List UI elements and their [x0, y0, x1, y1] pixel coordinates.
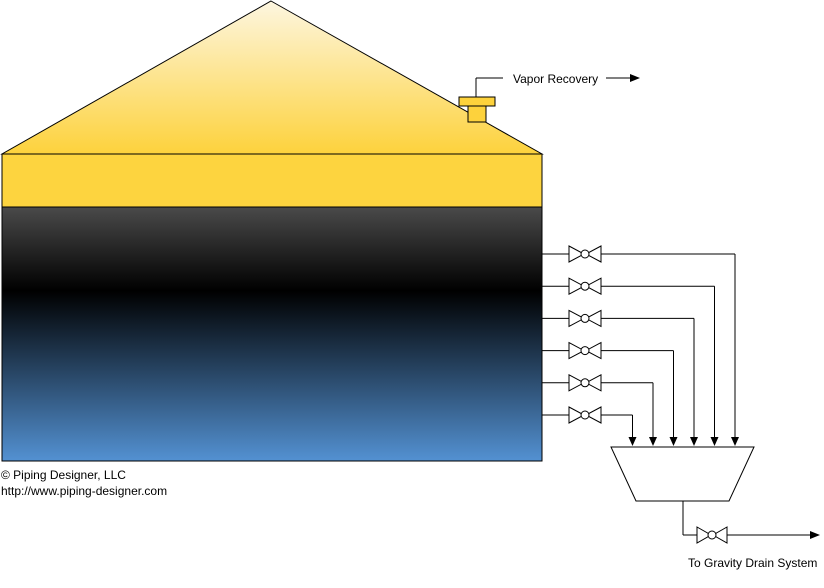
valve-stem-icon: [580, 249, 590, 259]
valve-stem-icon: [580, 346, 590, 356]
drain-valve[interactable]: [568, 341, 602, 360]
drain-valve[interactable]: [568, 309, 602, 328]
valve-stem-icon: [580, 313, 590, 323]
vent-cap: [458, 96, 496, 107]
url-text: http://www.piping-designer.com: [1, 484, 167, 498]
valve-body-left: [568, 309, 586, 328]
collection-hopper: [610, 446, 755, 502]
drain-valve-group: [542, 245, 739, 446]
valve-stem-icon: [580, 410, 590, 420]
drain-valve[interactable]: [568, 406, 602, 424]
valve-body-left: [568, 373, 586, 392]
down-arrowhead: [690, 437, 698, 446]
valve-body-left: [568, 406, 586, 424]
down-arrowhead: [710, 437, 719, 446]
outlet-arrowhead: [810, 531, 820, 539]
tank-roof: [0, 0, 544, 155]
outlet-valve-body: [696, 526, 713, 544]
down-arrowhead: [731, 437, 739, 446]
valve-stem-icon: [580, 281, 590, 291]
drain-valve[interactable]: [568, 373, 602, 392]
down-arrowhead: [628, 437, 637, 446]
gravity-drain-label: To Gravity Drain System: [688, 556, 817, 570]
valve-stem-icon: [580, 378, 590, 388]
down-arrowhead: [669, 437, 678, 446]
tank-liquid: [1, 206, 543, 462]
valve-body-left: [568, 341, 586, 360]
vent-stem: [467, 105, 487, 123]
down-arrowhead: [649, 437, 657, 446]
valve-body-left: [568, 277, 586, 296]
tank-band: [1, 153, 543, 208]
outlet-valve[interactable]: [696, 526, 728, 544]
copyright-text: © Piping Designer, LLC: [1, 468, 126, 482]
drain-valve[interactable]: [568, 245, 602, 263]
vapor-recovery-arrowhead: [630, 74, 640, 82]
vapor-recovery-label: Vapor Recovery: [513, 72, 598, 86]
drain-valve[interactable]: [568, 277, 602, 296]
valve-body-left: [568, 245, 586, 263]
outlet-valve-stem-icon: [707, 530, 717, 540]
